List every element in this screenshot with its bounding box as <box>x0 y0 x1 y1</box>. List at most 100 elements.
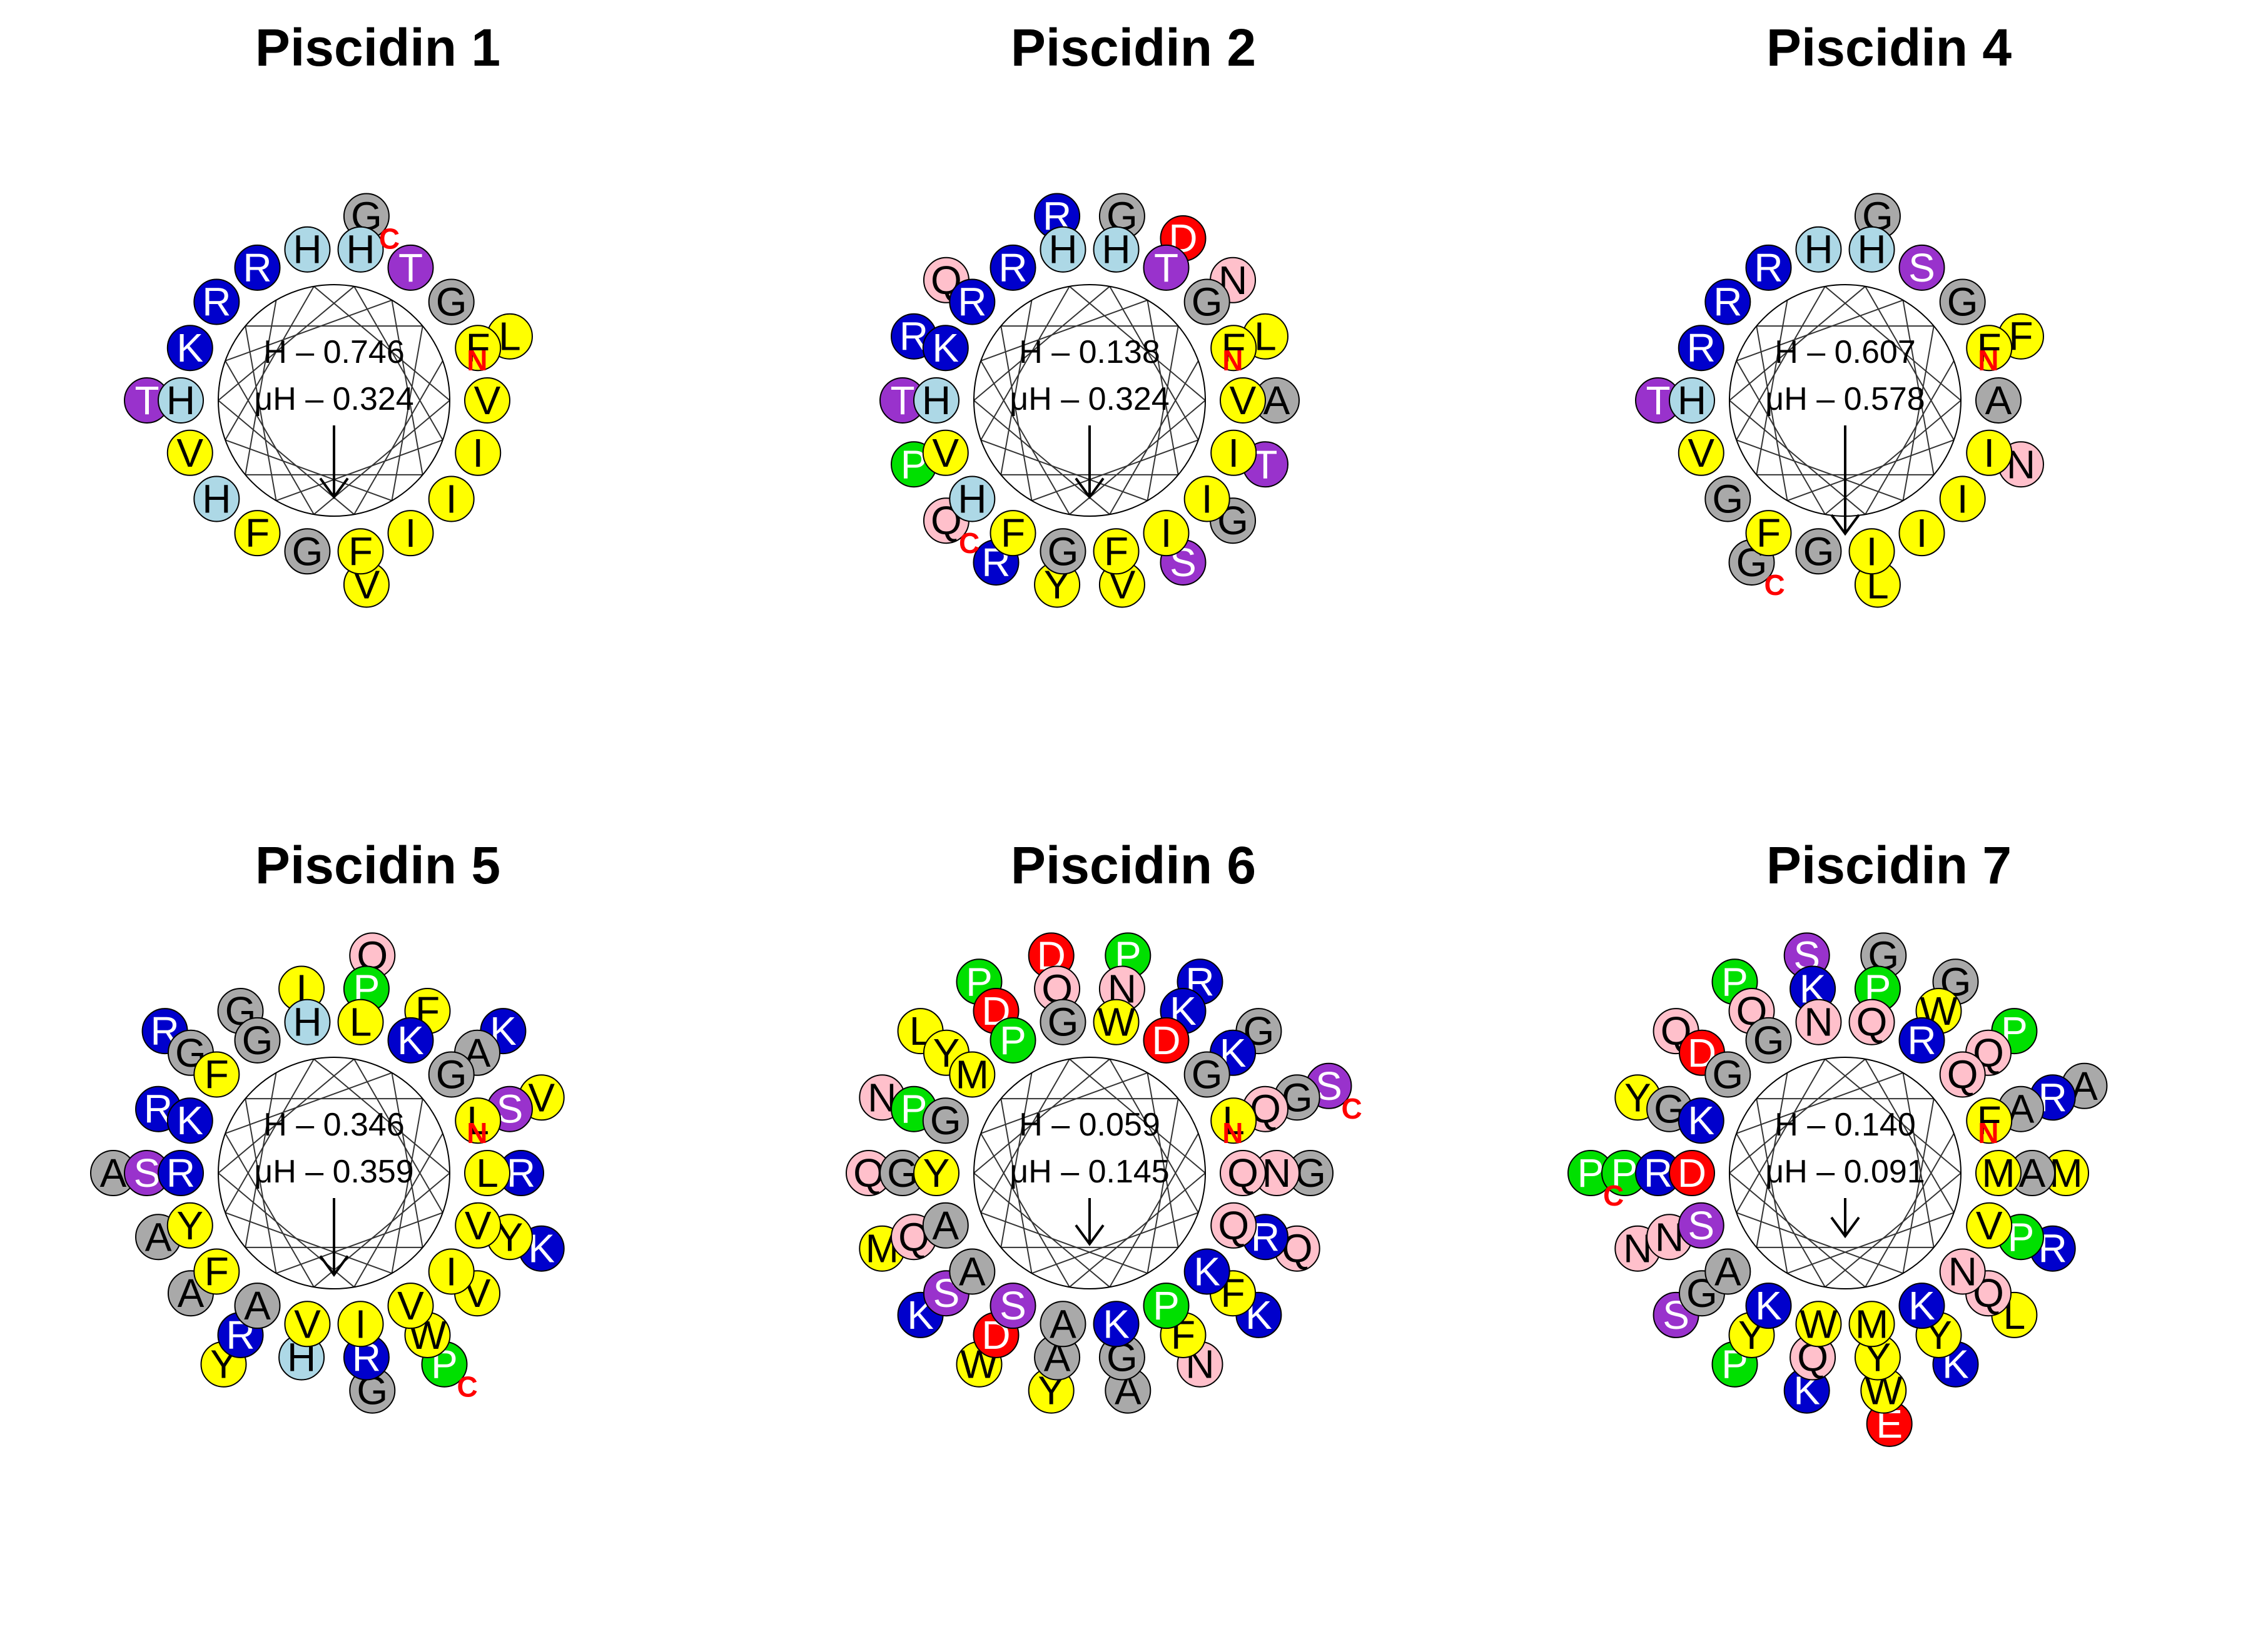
residue-bubble: H <box>913 377 959 424</box>
residue-letter: G <box>1753 1018 1785 1063</box>
connector-line <box>1147 300 1179 475</box>
residue-bubble: F <box>455 325 502 372</box>
connector-line <box>1000 1098 1033 1274</box>
n-terminus-label: N <box>1978 344 1998 377</box>
residue-bubble: R <box>193 278 240 325</box>
residue-letter: G <box>1295 1151 1326 1196</box>
hydrophobic-moment-label: μH – 0.578 <box>1765 381 1925 417</box>
residue-letter: V <box>465 1203 492 1248</box>
connector-line <box>1902 1098 1935 1274</box>
residue-circle <box>1745 1283 1792 1329</box>
residue-letter: T <box>398 245 423 290</box>
residue-circle <box>1975 377 2022 424</box>
residue-circle <box>1220 1150 1266 1196</box>
residue-circle <box>1678 429 1724 476</box>
helix-core-circle <box>1729 1057 1962 1289</box>
connector-line <box>1729 1172 1866 1288</box>
residue-circle <box>1966 1202 2013 1249</box>
residue-circle <box>1966 1097 2013 1144</box>
residue-circle <box>1040 528 1086 575</box>
helix-connectors <box>218 286 450 515</box>
residue-bubble: Y <box>1854 1334 1901 1381</box>
residue-bubble: V <box>1678 429 1724 476</box>
residue-letter: A <box>1263 378 1290 423</box>
residue-bubble: F <box>193 1051 240 1098</box>
connector-line <box>1736 299 1903 362</box>
residue-circle <box>166 1097 213 1144</box>
connector-line <box>1000 300 1033 475</box>
hydrophobicity-label: H – 0.140 <box>1774 1107 1916 1143</box>
residue-bubble: H <box>158 377 204 424</box>
residue-bubble: V <box>284 1301 331 1348</box>
panel-title: Piscidin 6 <box>1010 836 1257 895</box>
residue-bubble: R <box>1635 1150 1681 1196</box>
residue-letter: H <box>1804 227 1833 272</box>
connector-line <box>1069 1059 1206 1174</box>
connector-line <box>1147 325 1179 501</box>
residue-circle <box>387 1283 434 1329</box>
connector-line <box>1109 1133 1199 1288</box>
residue-letter: H <box>346 227 375 272</box>
residue-circle <box>193 1051 240 1098</box>
residue-circle <box>922 1097 969 1144</box>
connector-line <box>1756 325 1788 501</box>
residue-circle <box>1745 1017 1792 1064</box>
residue-circle <box>284 1301 331 1348</box>
connector-line <box>276 1212 443 1274</box>
connector-line <box>973 1172 1110 1288</box>
residue-letter: K <box>1755 1283 1782 1328</box>
connector-line <box>313 1059 450 1174</box>
residue-circle <box>1040 226 1086 273</box>
residue-circle <box>166 325 213 372</box>
residue-letter: D <box>1678 1151 1706 1196</box>
moment-arrow <box>319 1198 349 1277</box>
connector-line <box>980 1072 1148 1134</box>
connector-line <box>353 286 443 440</box>
residue-bubble: D <box>1669 1150 1715 1196</box>
residue-bubble: G <box>1745 1017 1792 1064</box>
residue-bubble: Q <box>1939 1051 1986 1098</box>
residue-letter: Q <box>1856 1000 1888 1045</box>
hydrophobic-moment-label: μH – 0.145 <box>1010 1154 1169 1190</box>
connector-line <box>1736 439 1903 502</box>
residue-bubble: R <box>1745 244 1792 291</box>
residue-bubble: M <box>949 1051 996 1098</box>
residue-bubble: V <box>166 429 213 476</box>
residue-letter: A <box>932 1203 959 1248</box>
connector-line <box>218 1059 355 1174</box>
residue-bubble: L <box>337 998 384 1045</box>
residue-bubble: H <box>284 226 331 273</box>
residue-bubble: P <box>990 1017 1036 1064</box>
residue-letter: Y <box>176 1203 203 1248</box>
residue-circle <box>455 1202 502 1249</box>
residue-letter: H <box>1678 378 1706 423</box>
residue-circle <box>1143 510 1190 557</box>
residue-circle <box>949 475 996 522</box>
connector-line <box>245 300 277 475</box>
residue-letter: F <box>245 511 270 556</box>
helix-core-circle <box>973 1057 1206 1289</box>
residue-letter: R <box>1644 1151 1673 1196</box>
residue-circle <box>166 1202 213 1249</box>
residue-bubble: G <box>1040 998 1086 1045</box>
residue-letter: H <box>166 378 195 423</box>
residue-circle <box>158 377 204 424</box>
residue-letter: G <box>1048 529 1079 574</box>
residue-letter: R <box>166 1151 195 1196</box>
residue-letter: H <box>293 1000 321 1045</box>
residue-letter: H <box>1048 227 1077 272</box>
residue-bubble: G <box>234 1017 281 1064</box>
moment-arrow <box>319 425 349 499</box>
residue-bubble: I <box>428 475 475 522</box>
residue-letter: R <box>998 245 1027 290</box>
residue-circle <box>464 1150 510 1196</box>
residue-circle <box>1795 998 1842 1045</box>
residue-circle <box>428 278 475 325</box>
residue-bubble: H <box>1795 226 1842 273</box>
